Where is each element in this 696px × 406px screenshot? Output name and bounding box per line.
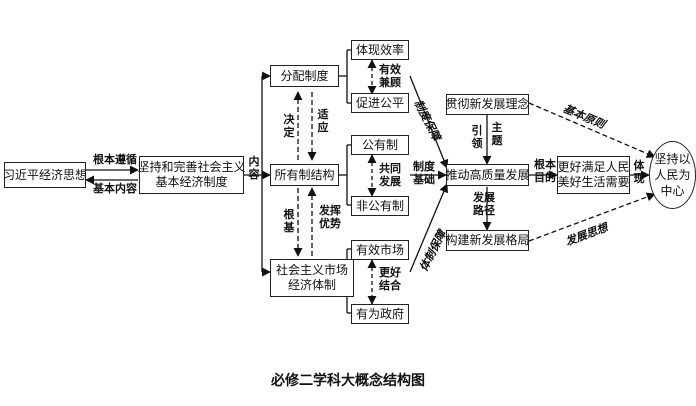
figure-caption: 必修二学科大概念结构图	[271, 373, 425, 389]
node-effective-market: 有效市场	[351, 240, 409, 260]
label-fundamental-goal: 根本目的	[534, 158, 556, 184]
node-xi-thought: 习近平经济思想	[3, 162, 87, 188]
node-market-economy: 社会主义市场 经济体制	[270, 259, 354, 297]
node-government: 有为政府	[351, 304, 409, 324]
arrow-sys-guarantee-bottom	[409, 183, 449, 273]
arrow-dev-thought	[528, 192, 656, 242]
label-embody: 体现	[633, 159, 645, 185]
node-distribution: 分配制度	[270, 65, 339, 87]
arrow-sys-guarantee-top	[409, 75, 449, 169]
label-theme: 主题	[491, 121, 503, 147]
label-common-dev: 共同发展	[379, 162, 401, 188]
label-both-effective: 有效兼顾	[379, 63, 401, 89]
label-dev-path: 发展路径	[473, 191, 495, 217]
label-sys-foundation: 制度基础	[413, 160, 435, 186]
label-advantage: 发挥优势	[319, 204, 341, 230]
node-new-concept: 贯彻新发展理念	[446, 94, 530, 115]
label-better-combine: 更好结合	[379, 266, 401, 292]
label-content: 内容	[248, 155, 260, 181]
label-adapt: 适应	[317, 108, 329, 134]
arrow-basic-principle	[528, 102, 656, 158]
label-decide: 决定	[283, 113, 295, 139]
node-people-needs: 更好满足人民 美好生活需要	[557, 156, 630, 194]
label-root: 根基	[283, 208, 295, 234]
node-basic-economic-system: 坚持和完善社会主义 基本经济制度	[138, 156, 246, 194]
node-people-centered: 坚持以 人民为 中心	[649, 141, 696, 209]
label-fundamental-follow: 根本遵循	[93, 153, 137, 166]
node-public: 公有制	[351, 135, 409, 155]
node-nonpublic: 非公有制	[351, 196, 409, 216]
node-high-quality-dev: 推动高质量发展	[446, 164, 530, 186]
node-ownership: 所有制结构	[270, 164, 339, 186]
label-basic-content: 基本内容	[93, 182, 137, 195]
label-guide: 引领	[471, 124, 483, 150]
node-new-pattern: 构建新发展格局	[446, 230, 530, 251]
node-efficiency: 体现效率	[351, 40, 409, 60]
node-fairness: 促进公平	[351, 93, 409, 113]
